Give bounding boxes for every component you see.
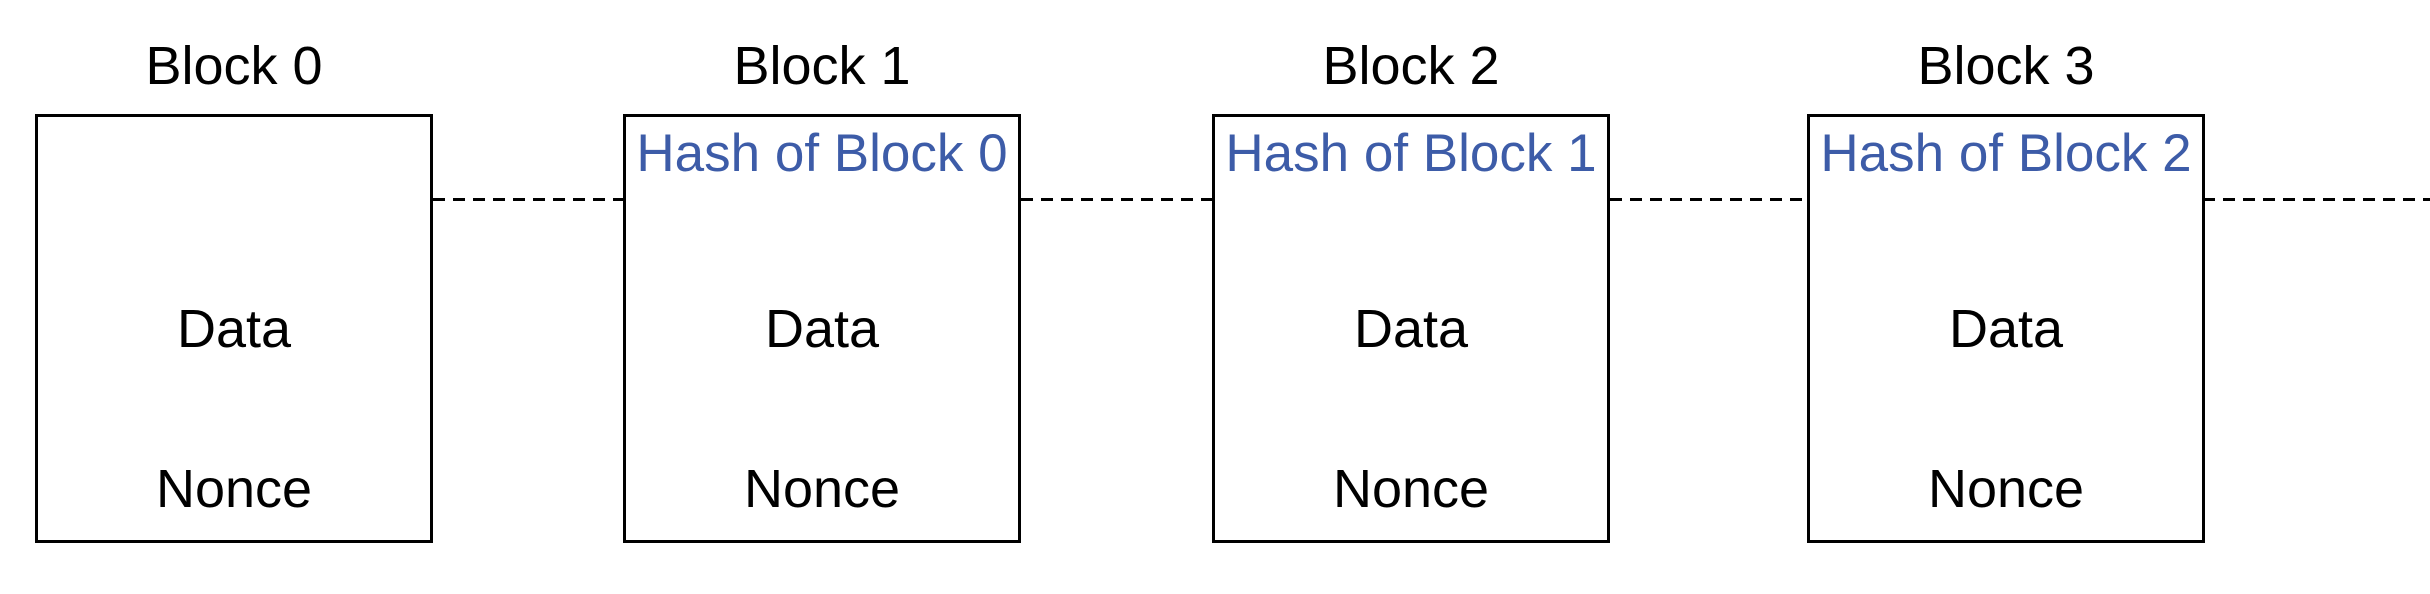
connector-dash-block2-block3 [1610,198,1807,201]
block-1-nonce-label: Nonce [743,459,901,520]
block-2-nonce-label: Nonce [1332,459,1490,520]
block-2-title: Block 2 [1322,36,1500,96]
block-2: Block 2 Hash of Block 1 Data Nonce [1212,0,1610,594]
block-0-data-label: Data [176,298,292,359]
block-2-box: Hash of Block 1 Data Nonce [1212,114,1610,543]
block-3: Block 3 Hash of Block 2 Data Nonce [1807,0,2205,594]
connector-dash-block3-trailing [2203,198,2430,201]
block-1-title: Block 1 [733,36,911,96]
block-3-nonce-label: Nonce [1927,459,2085,520]
block-1-hash-label: Hash of Block 0 [636,124,1008,183]
block-0-title: Block 0 [145,36,323,96]
connector-dash-block0-block1 [433,198,623,201]
block-2-hash-label: Hash of Block 1 [1225,124,1597,183]
block-0-nonce-label: Nonce [155,459,313,520]
block-3-title: Block 3 [1917,36,2095,96]
block-1-box: Hash of Block 0 Data Nonce [623,114,1021,543]
block-1-data-label: Data [764,298,880,359]
block-1: Block 1 Hash of Block 0 Data Nonce [623,0,1021,594]
block-2-data-label: Data [1353,298,1469,359]
block-3-data-label: Data [1948,298,2064,359]
block-0-box: Data Nonce [35,114,433,543]
block-3-box: Hash of Block 2 Data Nonce [1807,114,2205,543]
block-0: Block 0 Data Nonce [35,0,433,594]
block-3-hash-label: Hash of Block 2 [1820,124,2192,183]
connector-dash-block1-block2 [1021,198,1212,201]
